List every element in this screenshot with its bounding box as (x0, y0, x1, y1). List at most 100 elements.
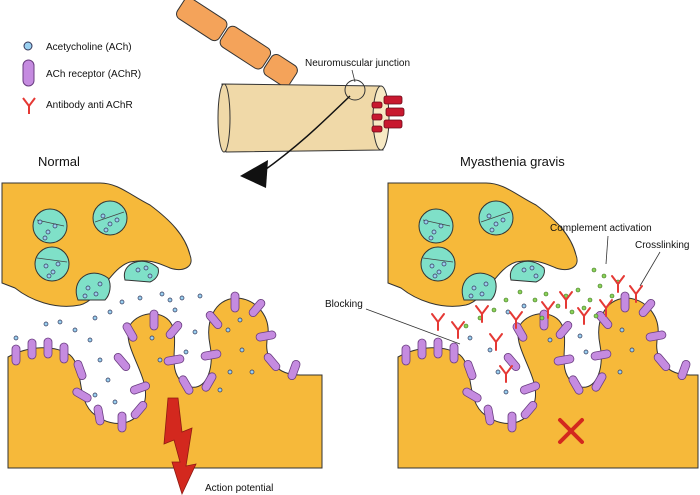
junction-label: Neuromuscular junction (305, 58, 410, 69)
receptor-icon (117, 411, 127, 433)
receptor-icon (27, 338, 37, 360)
receptor-icon (178, 375, 194, 395)
receptor-icon (507, 411, 517, 433)
receptor-icon (11, 344, 21, 366)
antibody-icon (559, 291, 573, 309)
antibody-icon (22, 97, 36, 114)
mg-ach-dots (423, 213, 635, 395)
receptor-icon (43, 337, 53, 359)
receptor-icon (130, 401, 148, 419)
crosslinking-label: Crosslinking (635, 240, 689, 251)
receptor-icon (520, 401, 538, 419)
receptor-icon (568, 375, 584, 395)
legend-antibody-label: Antibody anti AChR (46, 100, 133, 111)
complement-pointer-line (605, 235, 609, 265)
receptor-icon (539, 309, 549, 331)
legend-ach-label: Acetycholine (ACh) (46, 42, 132, 53)
legend: Acetycholine (ACh) ACh receptor (AChR) A… (22, 41, 141, 114)
blocking-pointer-line (365, 308, 461, 345)
receptor-icon (645, 330, 667, 342)
normal-fusing-vesicle (75, 272, 111, 301)
receptor-icon (620, 291, 630, 313)
mg-panel: Complement activation Crosslinking Block… (325, 182, 699, 469)
receptor-icon (73, 359, 87, 381)
antibody-icon (629, 285, 643, 303)
zoom-arrow (261, 95, 351, 173)
receptor-icon (638, 299, 656, 317)
antibody-icon (489, 333, 503, 351)
receptor-icon (591, 372, 607, 392)
receptor-icon (677, 359, 691, 381)
junction-highlight-circle (344, 79, 366, 101)
crosslinking-pointer-line (639, 251, 661, 287)
receptor-icon (165, 321, 183, 339)
receptor-icon (519, 381, 541, 395)
receptor-icon (122, 322, 138, 342)
receptor-icon (463, 359, 477, 381)
receptor-icon (93, 404, 105, 426)
mg-receptors (401, 291, 691, 433)
normal-fusing-vesicle (123, 260, 159, 283)
normal-receptors (11, 291, 301, 433)
block-x-icon (558, 418, 584, 444)
receptor-icon (263, 353, 281, 371)
receptor-icon (200, 349, 222, 361)
receptor-icon (433, 337, 443, 359)
receptor-icon (595, 311, 613, 329)
antibody-icon (451, 321, 465, 339)
legend-achr-label: ACh receptor (AChR) (46, 69, 141, 80)
receptor-icon (230, 291, 240, 313)
action-potential-label: Action potential (205, 483, 273, 494)
mg-vesicle (418, 208, 454, 244)
mg-title: Myasthenia gravis (460, 154, 565, 169)
normal-vesicle (92, 200, 128, 236)
mg-fusing-vesicle (509, 260, 545, 283)
receptor-icon (205, 311, 223, 329)
receptor-icon (255, 330, 277, 342)
antibody-icon (541, 301, 555, 319)
complement-activation-label: Complement activation (550, 223, 652, 234)
receptor-icon (449, 342, 459, 364)
normal-vesicle (34, 246, 70, 282)
receptor-icon (462, 387, 482, 403)
normal-title: Normal (38, 154, 80, 169)
antibody-icon (611, 275, 625, 293)
normal-vesicle (32, 208, 68, 244)
receptor-icon (59, 342, 69, 364)
antibody-icon (475, 305, 489, 323)
antibody-icon (599, 299, 613, 317)
normal-ach-dots (13, 213, 255, 405)
blocking-label: Blocking (325, 299, 363, 310)
receptor-icon (653, 353, 671, 371)
mg-complement-dots (463, 267, 621, 329)
ach-dot-icon (23, 41, 33, 51)
antibody-icon (577, 307, 591, 325)
receptor-icon (72, 387, 92, 403)
receptor-icon (22, 59, 35, 87)
receptor-icon (555, 321, 573, 339)
normal-panel: Action potential (1, 182, 323, 495)
receptor-icon (553, 354, 575, 366)
receptor-icon (201, 372, 217, 392)
antibody-icon (499, 365, 513, 383)
receptor-icon (163, 354, 185, 366)
receptor-icon (113, 353, 131, 371)
receptor-icon (483, 404, 495, 426)
mg-antibodies (431, 275, 643, 383)
muscle-fiber (217, 79, 405, 153)
antibody-icon (509, 311, 523, 329)
receptor-icon (503, 353, 521, 371)
receptor-icon (417, 338, 427, 360)
receptor-icon (248, 299, 266, 317)
mg-vesicle (420, 246, 456, 282)
mg-vesicle (478, 200, 514, 236)
receptor-icon (287, 359, 301, 381)
lightning-arrow-icon (163, 397, 197, 495)
receptor-icon (149, 309, 159, 331)
junction-pointer-line (351, 69, 356, 83)
receptor-icon (590, 349, 612, 361)
zoom-arrow-head-icon (240, 160, 268, 188)
mg-fusing-vesicle (461, 272, 497, 301)
receptor-icon (401, 344, 411, 366)
